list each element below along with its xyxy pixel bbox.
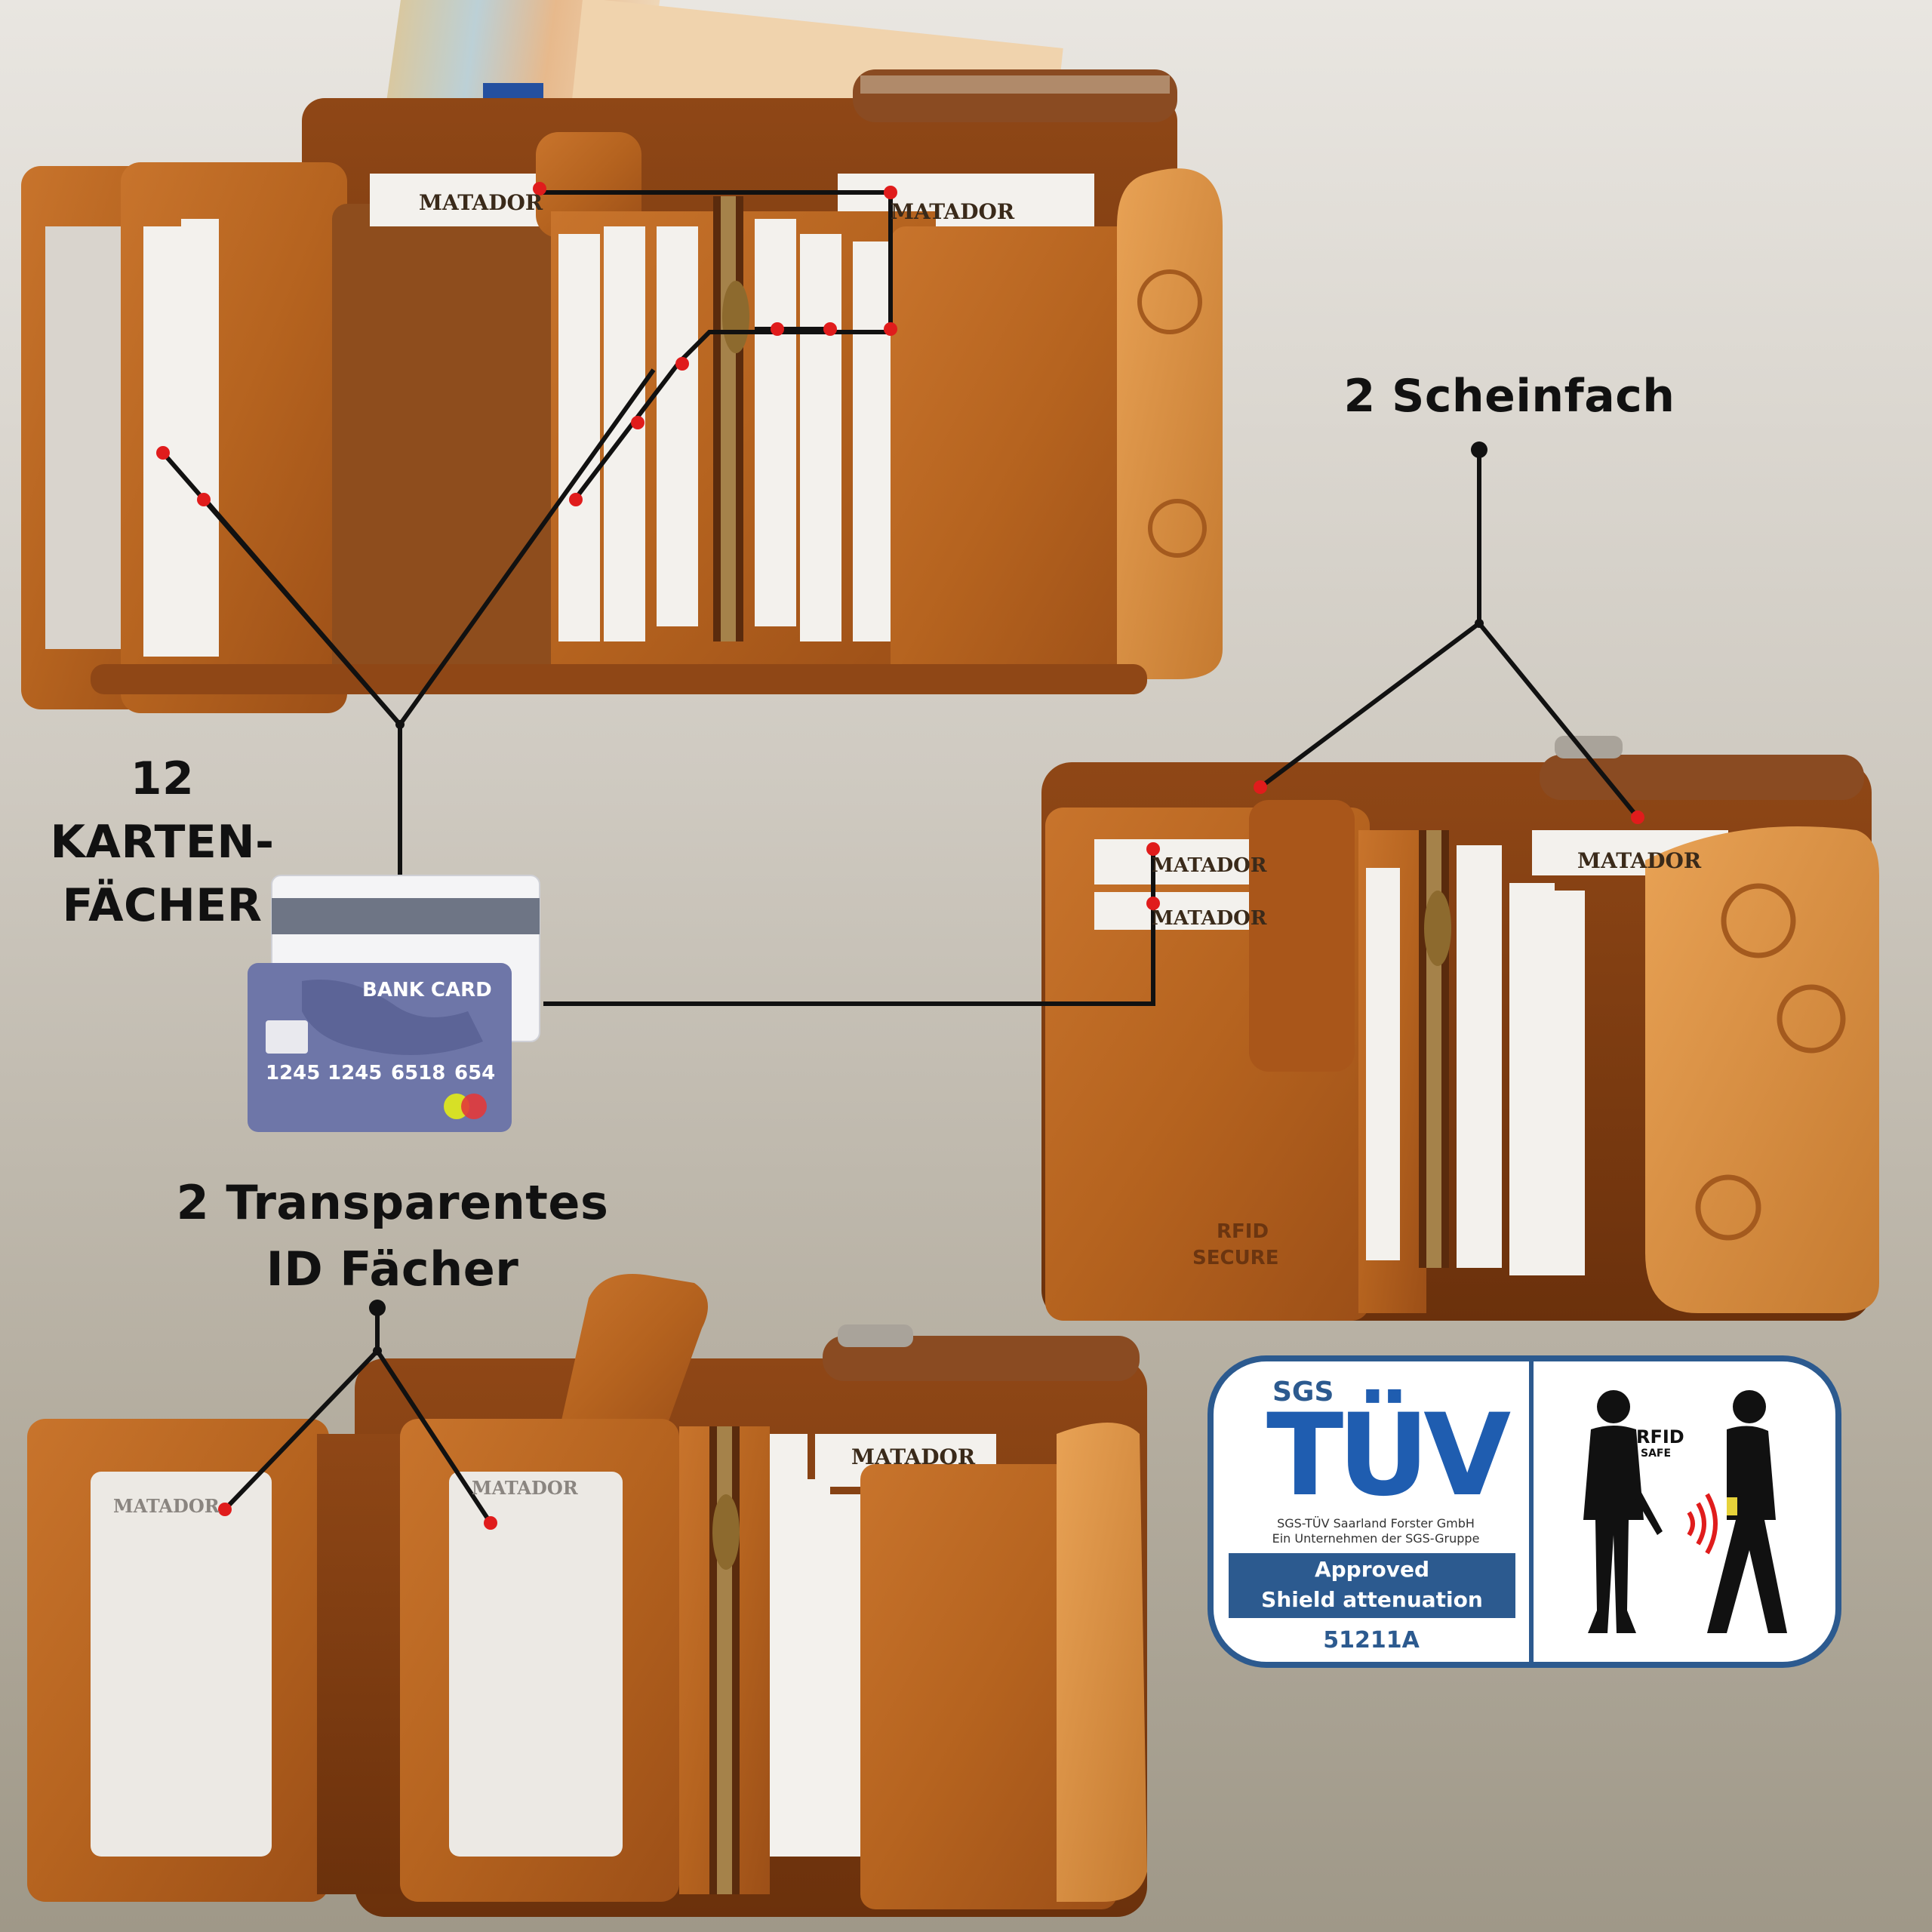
label-card-slots: 12 KARTEN- FÄCHER <box>15 747 309 937</box>
brand-card-text: MATADOR <box>419 190 543 215</box>
wallet-open-right <box>1041 736 1879 1321</box>
label-id-windows-line-2: ID Fächer <box>266 1241 519 1297</box>
label-bill-compartments: 2 Scheinfach <box>1343 370 1675 423</box>
badge-divider <box>1529 1361 1534 1662</box>
certificate-number: 51211A <box>1323 1627 1420 1654</box>
brand-card-text: MATADOR <box>851 1444 976 1469</box>
bank-card-title: BANK CARD <box>362 979 492 1001</box>
brand-card-text: MATADOR <box>1577 848 1702 873</box>
bank-card-number-3: 6518 <box>391 1062 445 1084</box>
approved-line-2: Shield attenuation <box>1261 1587 1483 1612</box>
brand-card-text: MATADOR <box>1152 907 1267 930</box>
brand-card-text: MATADOR <box>472 1477 579 1499</box>
label-card-slots-line-2: FÄCHER <box>62 879 263 932</box>
leader-dots <box>369 441 1487 1355</box>
tuv-company-name: SGS-TÜV Saarland Forster GmbH <box>1277 1516 1475 1531</box>
approved-line-1: Approved <box>1314 1557 1430 1582</box>
wallet-open-bottom <box>27 1274 1147 1917</box>
bank-card-number-2: 1245 <box>328 1062 382 1084</box>
wallet-open-top <box>21 0 1223 713</box>
brand-card-text: MATADOR <box>1152 854 1267 877</box>
sgs-label: SGS <box>1272 1377 1334 1407</box>
bank-card-number-4: 654 <box>454 1062 495 1084</box>
brand-card-text: MATADOR <box>891 199 1015 224</box>
tuv-company-group: Ein Unternehmen der SGS-Gruppe <box>1272 1531 1480 1546</box>
rfid-safe-label: SAFE <box>1641 1447 1672 1460</box>
label-id-windows: 2 Transparentes ID Fächer <box>151 1170 634 1303</box>
label-id-windows-line-1: 2 Transparentes <box>176 1175 609 1230</box>
brand-rfid-mark: SECURE <box>1192 1247 1278 1269</box>
bank-card-number-1: 1245 <box>266 1062 320 1084</box>
brand-rfid-mark: RFID <box>1217 1220 1269 1243</box>
rfid-pickpocket-icon <box>1583 1390 1787 1633</box>
label-card-slots-line-1: 12 KARTEN- <box>50 752 275 869</box>
approved-banner: Approved Shield attenuation <box>1229 1553 1515 1618</box>
marker-dots <box>156 182 1644 1530</box>
tuv-rfid-certificate-badge: SGS TÜV SGS-TÜV Saarland Forster GmbH Ei… <box>1208 1355 1841 1668</box>
tuv-logo: TÜV <box>1266 1390 1511 1521</box>
card-illustration <box>248 875 540 1132</box>
brand-card-text: MATADOR <box>113 1495 220 1517</box>
rfid-label: RFID <box>1636 1426 1684 1447</box>
